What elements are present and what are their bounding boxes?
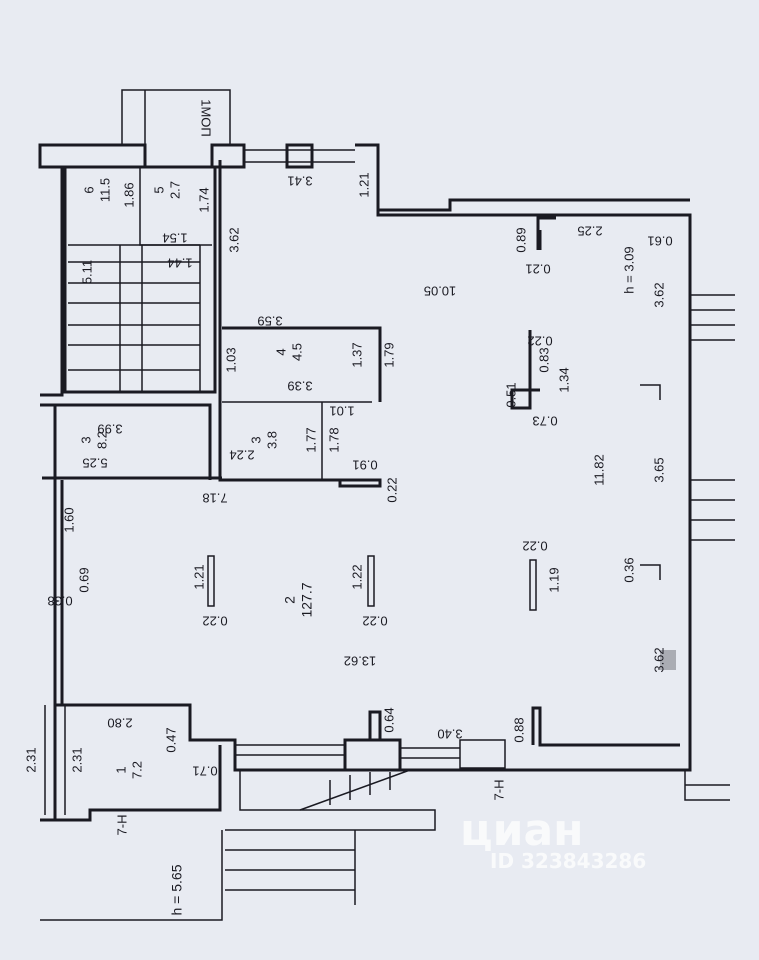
dimension-label: 2.31 xyxy=(69,747,84,772)
dimension-label: 1.01 xyxy=(329,404,354,419)
room-5-area: 2.7 xyxy=(167,181,182,199)
room-mop-label: 1МОП xyxy=(199,99,214,137)
dimension-label: 3.40 xyxy=(437,727,462,742)
dimension-label: 0.22 xyxy=(362,614,387,629)
dimension-label: 3.62 xyxy=(226,227,241,252)
dimension-label: 1.22 xyxy=(349,564,364,589)
dimension-label: 1.21 xyxy=(191,564,206,589)
dimension-label: 0.22 xyxy=(527,334,552,349)
dimension-label: 0.83 xyxy=(536,347,551,372)
walls xyxy=(38,89,735,921)
section-mark: 7-H xyxy=(114,815,129,836)
dimension-label: 1.77 xyxy=(303,427,318,452)
watermark-brand: циан xyxy=(460,805,584,856)
dimension-label: 0.73 xyxy=(532,414,557,429)
dimension-label: 1.37 xyxy=(349,342,364,367)
room-3b-area: 3.8 xyxy=(264,431,279,449)
height-entrance: h = 5.65 xyxy=(169,864,185,915)
room-1-area: 7.2 xyxy=(129,761,144,779)
dimension-label: 11.82 xyxy=(591,454,606,486)
dimension-label: 0.69 xyxy=(76,567,91,592)
dimension-label: 3.62 xyxy=(651,647,666,672)
dimension-label: 3.65 xyxy=(651,457,666,482)
watermark: циан ID 323843286 xyxy=(460,805,646,873)
dimension-label: 0.21 xyxy=(525,262,550,277)
dimension-label: 0.88 xyxy=(511,717,526,742)
dimension-label: 0.22 xyxy=(384,477,399,502)
dimension-label: 0.47 xyxy=(163,727,178,752)
dimension-label: 10.05 xyxy=(424,284,457,299)
dimension-label: 3.39 xyxy=(287,379,312,394)
dimension-label: 5.11 xyxy=(79,260,94,284)
room-6-area: 11.5 xyxy=(97,178,112,202)
dimension-label: 3.62 xyxy=(651,282,666,307)
dimension-label: 3.41 xyxy=(287,174,312,189)
dimension-label: 0.89 xyxy=(513,227,528,252)
room-2-area: 127.7 xyxy=(299,582,315,617)
height-main: h = 3.09 xyxy=(621,246,636,293)
dimension-label: 0.22 xyxy=(202,614,227,629)
room-4-number: 4 xyxy=(273,348,288,355)
dimension-label: 0.51 xyxy=(503,382,518,407)
room-3b-number: 3 xyxy=(248,436,263,443)
dimension-label: 0.91 xyxy=(352,458,377,473)
room-4-area: 4.5 xyxy=(289,343,304,361)
dimension-label: 0.61 xyxy=(647,234,672,249)
dimension-label: 0.64 xyxy=(381,707,396,732)
dimension-label: 1.79 xyxy=(381,342,396,367)
dimension-label: 7.18 xyxy=(202,491,227,506)
dimension-label: 0.71 xyxy=(192,764,217,779)
dimension-label: 1.19 xyxy=(546,567,561,592)
dimension-label: 1.34 xyxy=(556,367,571,392)
dimension-label: 1.44 xyxy=(167,256,192,271)
dimension-label: 3.59 xyxy=(257,314,282,329)
dimension-label: 1.03 xyxy=(223,347,238,372)
dimension-label: 13.62 xyxy=(344,654,377,669)
room-1-number: 1 xyxy=(113,766,128,773)
dimension-label: 1.78 xyxy=(326,427,341,452)
room-3a-area: 8.2 xyxy=(94,431,109,449)
dimension-label: 1.86 xyxy=(121,182,136,207)
dimension-label: 2.24 xyxy=(229,448,254,463)
room-6-number: 6 xyxy=(81,186,96,193)
dimension-label: 0.22 xyxy=(522,539,547,554)
section-mark: 7-H xyxy=(491,780,506,801)
dimension-label: 1.60 xyxy=(61,507,76,532)
dimension-label: 5.25 xyxy=(82,456,107,471)
dimension-label: 2.80 xyxy=(107,716,132,731)
dimension-label: 0.38 xyxy=(47,594,72,609)
room-2-number: 2 xyxy=(282,596,298,604)
dimension-label: 0.36 xyxy=(621,557,636,582)
dimension-label: 2.31 xyxy=(23,747,38,772)
watermark-id: ID 323843286 xyxy=(490,849,646,873)
dimension-labels: 3.41 1.21 1.86 1.74 1.54 1.44 5.11 3.62 3.59 3.39… xyxy=(23,172,672,778)
dimension-label: 1.74 xyxy=(196,187,211,212)
room-5-number: 5 xyxy=(151,186,166,193)
dimension-label: 1.54 xyxy=(162,231,187,246)
room-3a-number: 3 xyxy=(78,436,93,443)
dimension-label: 3.99 xyxy=(97,422,122,437)
dimension-label: 1.21 xyxy=(356,172,371,197)
dimension-label: 2.25 xyxy=(577,224,602,239)
